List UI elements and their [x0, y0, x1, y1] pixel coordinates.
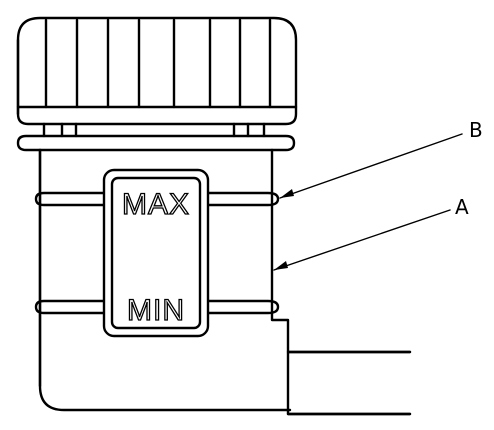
- callout-b-label: B: [469, 118, 483, 142]
- callout-a: A: [273, 195, 469, 271]
- callout-b: B: [279, 118, 483, 199]
- min-level-ring: [34, 299, 280, 315]
- callout-a-label: A: [455, 195, 469, 219]
- max-level-ring: [34, 191, 280, 207]
- level-plate: MAX MIN: [102, 168, 210, 338]
- outlet-pipe: [286, 350, 412, 416]
- min-mark: MIN: [127, 294, 185, 327]
- reservoir-collar: [16, 134, 296, 152]
- reservoir-body: [38, 148, 412, 416]
- reservoir-neck: [42, 122, 266, 138]
- max-mark: MAX: [122, 188, 190, 221]
- reservoir-cap: [16, 16, 298, 126]
